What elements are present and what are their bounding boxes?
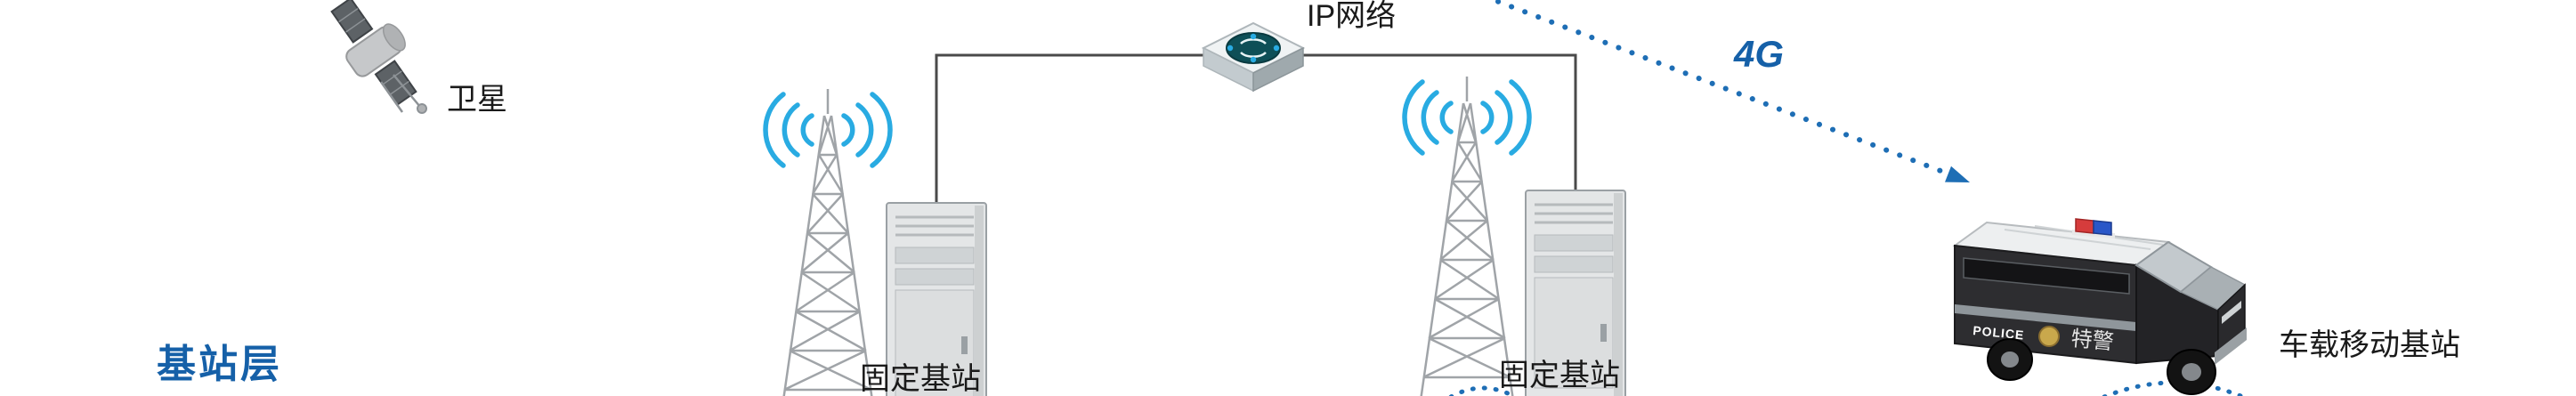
ip-network-switch-icon bbox=[1201, 21, 1306, 93]
van-unit-text: 特警 bbox=[2070, 327, 2114, 354]
4g-label: 4G bbox=[1734, 33, 1785, 75]
ip-network-label: IP网络 bbox=[1307, 0, 1397, 33]
vehicle-station-label: 车载移动基站 bbox=[2279, 328, 2460, 362]
arrowhead bbox=[1945, 166, 1970, 182]
4g-dotted-link bbox=[1486, 0, 1970, 182]
fixed-station-label-right: 固定基站 bbox=[1499, 359, 1620, 392]
fixed-station-label-left: 固定基站 bbox=[860, 362, 981, 396]
van-police-text: POLICE bbox=[1973, 323, 2025, 342]
fixed-base-station-left bbox=[766, 89, 986, 396]
police-van-icon: POLICE 特警 bbox=[1952, 218, 2247, 395]
van-badge bbox=[2038, 326, 2060, 347]
layer-title: 基站层 bbox=[157, 343, 282, 386]
satellite-icon bbox=[330, 0, 427, 114]
fixed-base-station-right bbox=[1405, 77, 1625, 396]
dashed-arc-left bbox=[1448, 385, 1518, 396]
satellite-label: 卫星 bbox=[447, 83, 507, 117]
